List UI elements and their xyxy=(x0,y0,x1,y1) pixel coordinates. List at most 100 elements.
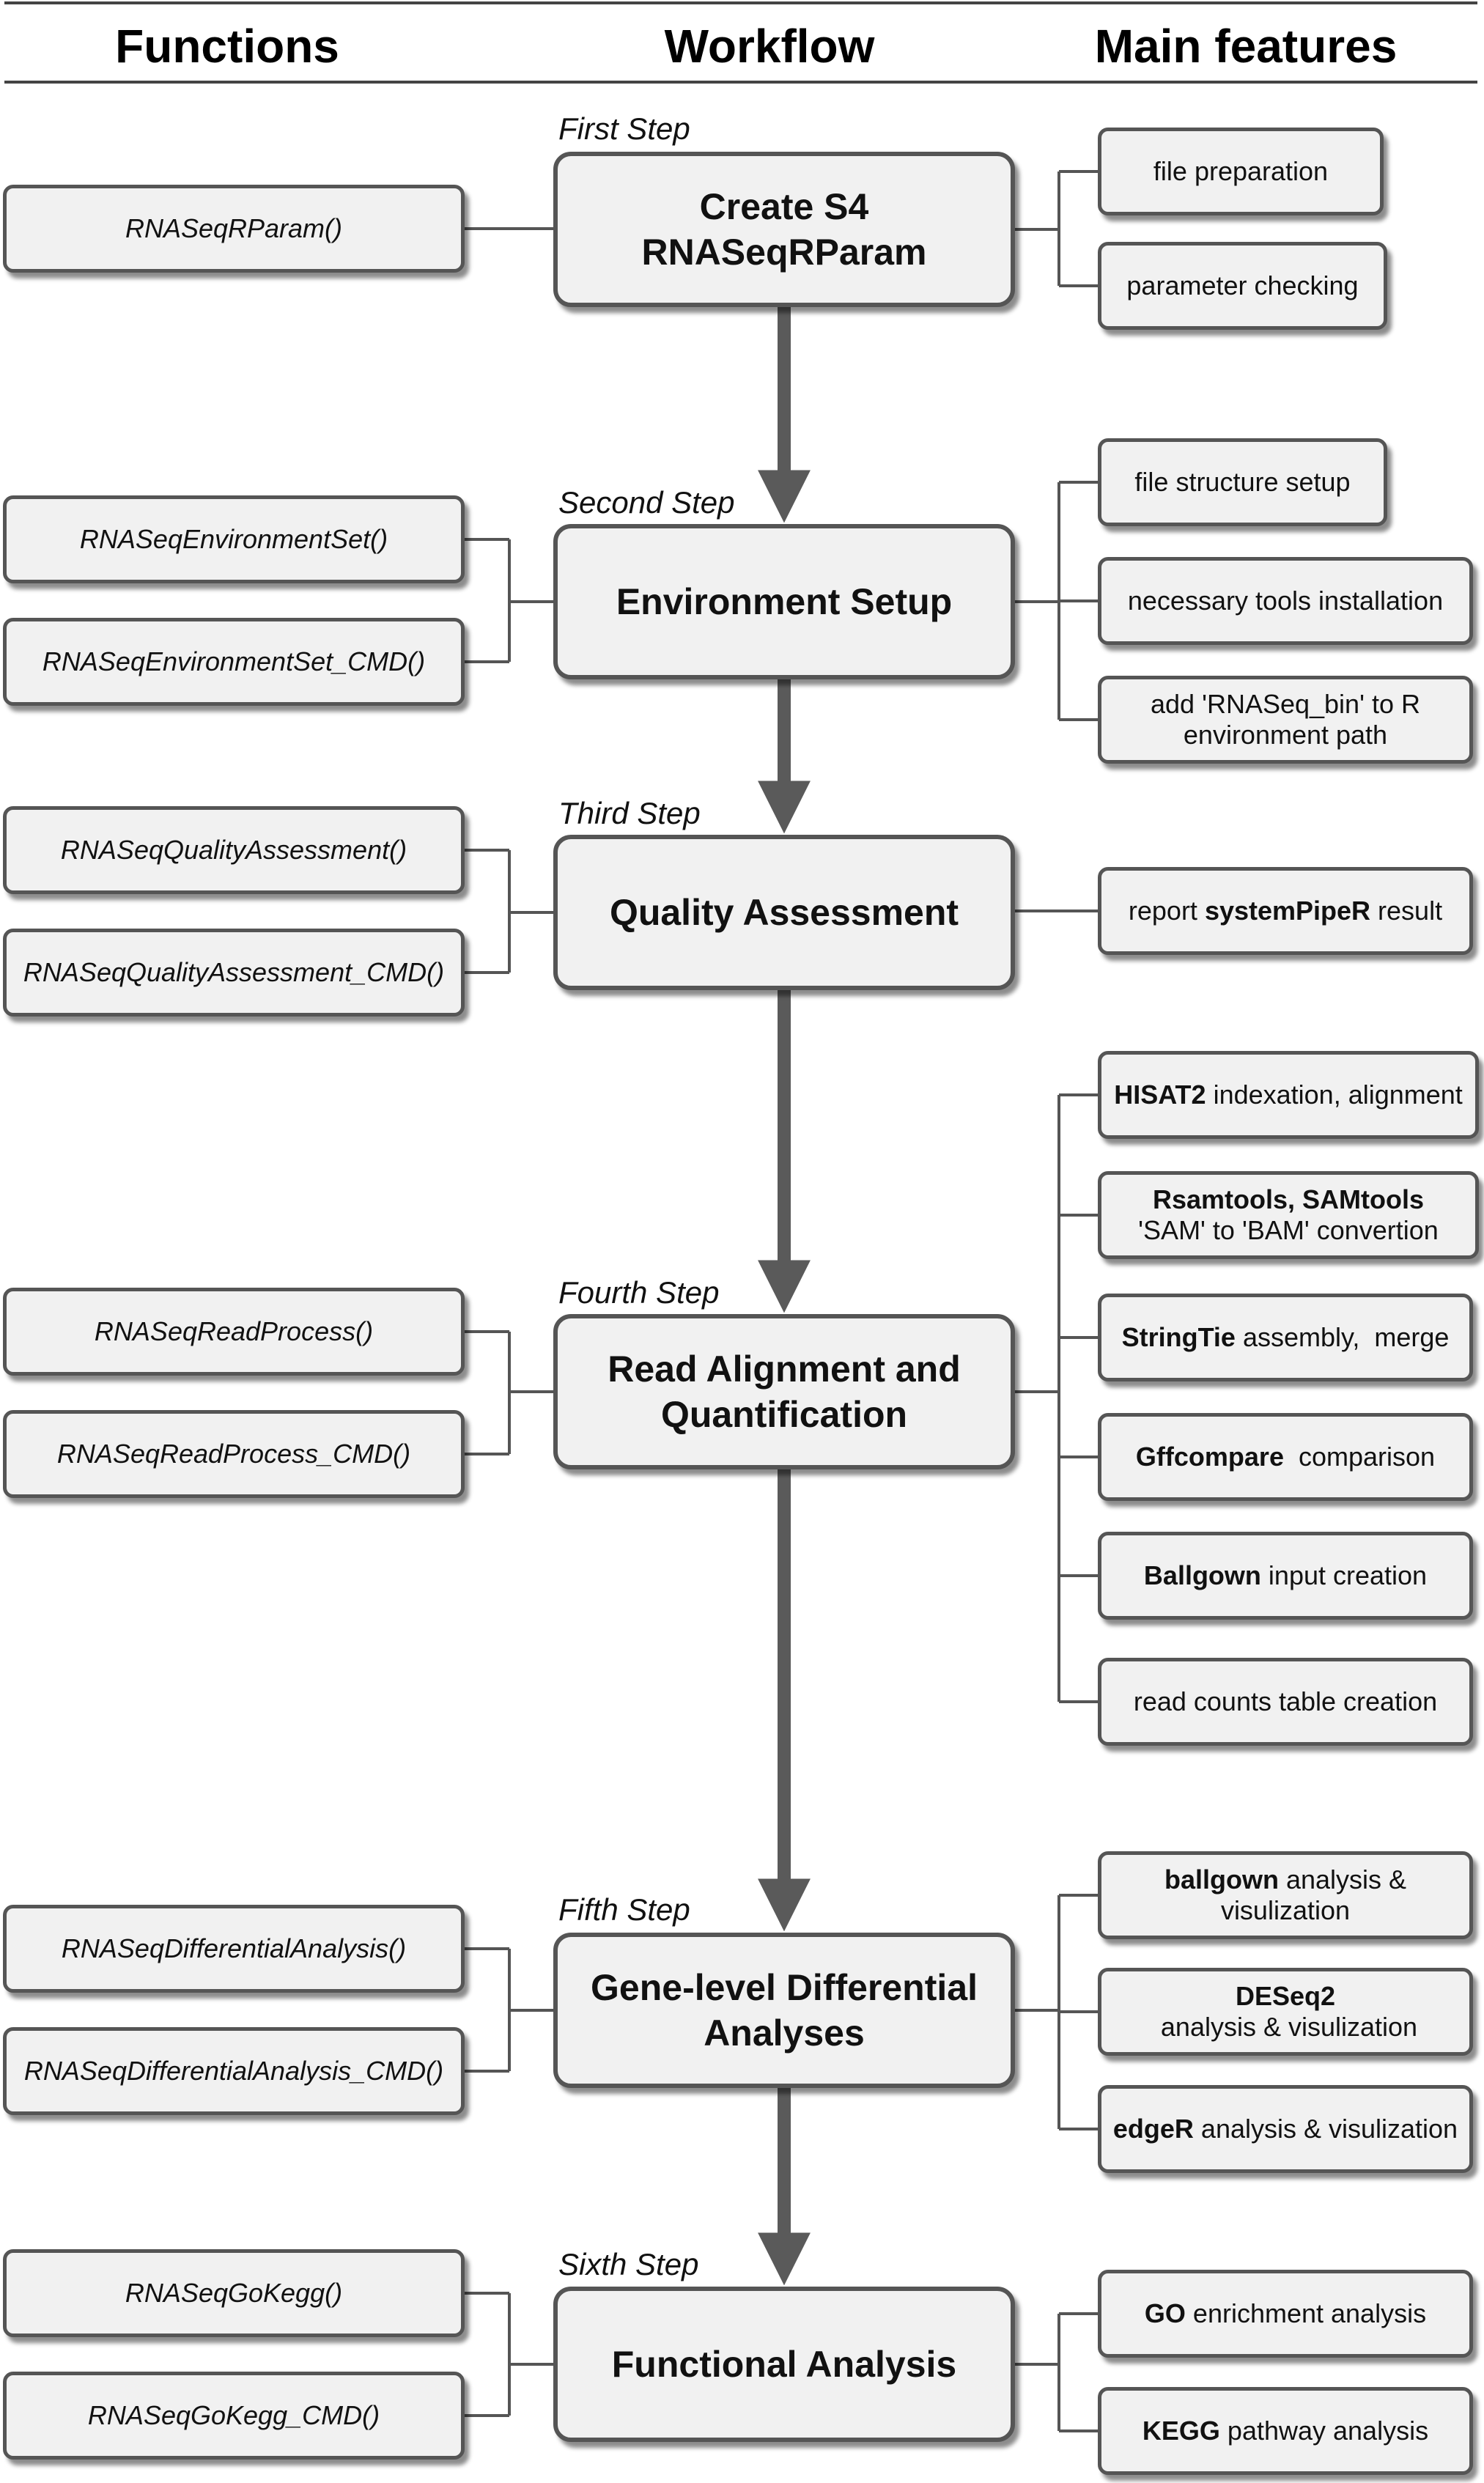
feature-tool-name: edgeR xyxy=(1112,2114,1194,2144)
feature-description: file structure setup xyxy=(1134,467,1351,497)
feature-tool-name: systemPipeR xyxy=(1204,896,1371,926)
workflow-step-title-line: Gene-level Differential xyxy=(591,1967,978,2008)
feature-line: Gffcompare comparison xyxy=(1136,1442,1435,1472)
feature-text-prefix: report xyxy=(1128,896,1205,926)
workflow-step-title-line: Read Alignment and xyxy=(608,1349,961,1390)
feature-description: result xyxy=(1370,896,1443,926)
feature-text: Rsamtools, SAMtools'SAM' to 'BAM' conver… xyxy=(1138,1184,1439,1246)
step-label: Second Step xyxy=(558,485,735,520)
workflow-step-title-line: Analyses xyxy=(704,2012,865,2054)
step-label: Sixth Step xyxy=(558,2247,699,2281)
feature-description: read counts table creation xyxy=(1133,1686,1438,1716)
header-rule xyxy=(4,81,1477,84)
feature-tool-name: Gffcompare xyxy=(1135,1442,1284,1472)
function-box: RNASeqEnvironmentSet_CMD() xyxy=(3,618,465,706)
workflow-step-title-line: Quantification xyxy=(660,1394,908,1435)
feature-line: necessary tools installation xyxy=(1128,586,1443,616)
feature-description: add 'RNASeq_bin' to R xyxy=(1151,689,1420,719)
workflow-step-title-line: Environment Setup xyxy=(616,581,953,622)
function-box: RNASeqQualityAssessment() xyxy=(3,806,465,894)
feature-box: ballgown analysis &visulization xyxy=(1098,1851,1473,1939)
feature-text: ballgown analysis &visulization xyxy=(1164,1864,1406,1926)
workflow-step-title-line: Quality Assessment xyxy=(609,892,959,933)
feature-line: read counts table creation xyxy=(1134,1686,1437,1717)
feature-description: indexation, alignment xyxy=(1206,1080,1463,1110)
feature-line: DESeq2 analysis & visulization xyxy=(1106,1981,1465,2043)
feature-description: necessary tools installation xyxy=(1127,586,1444,616)
feature-tool-name: Rsamtools, SAMtools xyxy=(1152,1184,1425,1214)
feature-box: read counts table creation xyxy=(1098,1658,1473,1746)
feature-description: assembly, merge xyxy=(1235,1322,1450,1352)
feature-box: KEGG pathway analysis xyxy=(1098,2387,1473,2475)
workflow-step-title: Environment Setup xyxy=(616,579,952,624)
workflow-step-title: Create S4 RNASeqRParam xyxy=(641,184,926,275)
feature-text: parameter checking xyxy=(1126,270,1358,301)
feature-line: file preparation xyxy=(1153,156,1328,187)
feature-tool-name: StringTie xyxy=(1121,1322,1236,1352)
feature-box: HISAT2 indexation, alignment xyxy=(1098,1051,1479,1139)
feature-description: analysis & visulization xyxy=(1153,2012,1418,2042)
function-box: RNASeqRParam() xyxy=(3,185,465,273)
function-box: RNASeqDifferentialAnalysis_CMD() xyxy=(3,2027,465,2115)
feature-tool-name: HISAT2 xyxy=(1114,1080,1206,1110)
feature-line: edgeR analysis & visulization xyxy=(1113,2114,1458,2144)
workflow-step-title-line: Create S4 xyxy=(699,186,869,227)
feature-text: DESeq2 analysis & visulization xyxy=(1106,1981,1465,2043)
feature-line: Rsamtools, SAMtools xyxy=(1138,1184,1439,1215)
feature-text: HISAT2 indexation, alignment xyxy=(1114,1080,1463,1110)
feature-box: GO enrichment analysis xyxy=(1098,2270,1473,2358)
feature-line: StringTie assembly, merge xyxy=(1122,1322,1450,1353)
feature-description: comparison xyxy=(1283,1442,1436,1472)
feature-tool-name: DESeq2 xyxy=(1235,1981,1336,2011)
top-rule xyxy=(4,1,1477,4)
function-box: RNASeqDifferentialAnalysis() xyxy=(3,1905,465,1993)
workflow-step-box: Create S4 RNASeqRParam xyxy=(553,152,1015,307)
feature-box: file preparation xyxy=(1098,128,1384,215)
feature-tool-name: Ballgown xyxy=(1143,1560,1261,1590)
feature-box: Ballgown input creation xyxy=(1098,1532,1473,1620)
step-label: First Step xyxy=(558,111,690,146)
header-functions: Functions xyxy=(115,20,339,73)
feature-box: Gffcompare comparison xyxy=(1098,1413,1473,1501)
feature-line: add 'RNASeq_bin' to R xyxy=(1151,689,1420,720)
feature-tool-name: ballgown xyxy=(1164,1864,1279,1894)
feature-box: file structure setup xyxy=(1098,438,1387,526)
feature-box: StringTie assembly, merge xyxy=(1098,1294,1473,1381)
feature-box: necessary tools installation xyxy=(1098,557,1473,645)
workflow-step-title-line: RNASeqRParam xyxy=(641,232,927,273)
feature-box: DESeq2 analysis & visulization xyxy=(1098,1968,1473,2056)
feature-description: analysis & visulization xyxy=(1193,2114,1458,2144)
feature-line: file structure setup xyxy=(1134,467,1350,498)
feature-line-2: visulization xyxy=(1220,1895,1351,1925)
feature-line: GO enrichment analysis xyxy=(1145,2298,1426,2329)
feature-text: Gffcompare comparison xyxy=(1136,1442,1435,1472)
feature-line: KEGG pathway analysis xyxy=(1142,2416,1428,2446)
feature-text: StringTie assembly, merge xyxy=(1122,1322,1450,1353)
function-box: RNASeqGoKegg_CMD() xyxy=(3,2372,465,2460)
feature-line-2: environment path xyxy=(1183,720,1388,750)
step-label: Third Step xyxy=(558,796,701,830)
feature-text: GO enrichment analysis xyxy=(1145,2298,1426,2329)
feature-description: enrichment analysis xyxy=(1185,2298,1427,2328)
feature-tool-name: GO xyxy=(1144,2298,1186,2328)
feature-line: parameter checking xyxy=(1126,270,1358,301)
function-box: RNASeqReadProcess_CMD() xyxy=(3,1410,465,1498)
header-workflow: Workflow xyxy=(664,20,875,73)
feature-box: Rsamtools, SAMtools'SAM' to 'BAM' conver… xyxy=(1098,1171,1479,1259)
feature-line-2: 'SAM' to 'BAM' convertion xyxy=(1138,1215,1439,1245)
step-label: Fourth Step xyxy=(558,1275,720,1310)
feature-description: parameter checking xyxy=(1126,270,1359,300)
function-box: RNASeqGoKegg() xyxy=(3,2249,465,2337)
function-box: RNASeqQualityAssessment_CMD() xyxy=(3,929,465,1017)
feature-text: read counts table creation xyxy=(1134,1686,1437,1717)
function-box: RNASeqEnvironmentSet() xyxy=(3,495,465,583)
feature-description: analysis & xyxy=(1278,1864,1407,1894)
